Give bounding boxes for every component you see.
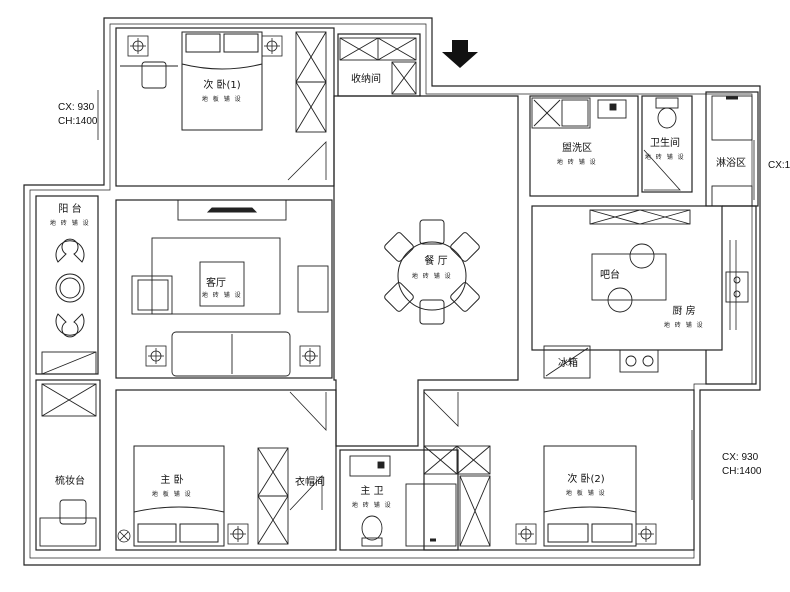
bedroom3-label: 次 卧(2) <box>567 472 604 485</box>
vanity-label: 梳妆台 <box>55 474 85 487</box>
wc-floor: 地 砖 铺 设 <box>645 153 685 161</box>
entrance-arrow-icon <box>442 40 478 68</box>
right-cx-note: CX:1 <box>768 160 790 171</box>
bed-master <box>133 445 225 547</box>
master-walls <box>115 389 337 551</box>
living-label: 客厅 <box>206 276 226 289</box>
kitchen-fixtures <box>543 243 749 379</box>
laundry-floor: 地 砖 铺 设 <box>557 158 597 166</box>
master-floor: 地 板 铺 设 <box>152 490 192 498</box>
bath-fixtures <box>349 95 753 547</box>
left-ch-note: CH:1400 <box>58 116 98 127</box>
bottom-cx-note: CX: 930 <box>722 452 759 463</box>
windows <box>97 90 761 500</box>
balcony-label: 阳 台 <box>58 202 81 215</box>
beds <box>133 31 637 547</box>
dining-floor: 地 砖 铺 设 <box>412 272 452 280</box>
living-floor: 地 砖 铺 设 <box>202 291 242 299</box>
bottom-ch-note: CH:1400 <box>722 466 762 477</box>
desk-chair <box>120 61 178 89</box>
dining-label: 餐 厅 <box>424 254 447 267</box>
closet-label: 衣帽间 <box>295 475 325 488</box>
master-label: 主 卧 <box>160 473 183 486</box>
wc-label: 卫生间 <box>650 136 680 149</box>
bar-label: 吧台 <box>600 268 620 281</box>
bath-walls <box>339 449 459 551</box>
nightstand-lamps <box>117 35 657 545</box>
bed-3 <box>543 445 637 547</box>
laundry-walls <box>529 95 639 197</box>
wardrobes <box>41 31 691 547</box>
kitchen-label: 厨 房 <box>672 304 695 317</box>
doors <box>287 141 681 511</box>
balcony-floor: 地 砖 铺 设 <box>50 219 90 227</box>
storage-label: 收纳间 <box>351 72 381 85</box>
bedroom2-label: 次 卧(1) <box>203 78 240 91</box>
wc-walls <box>641 95 693 193</box>
dining-table <box>384 219 480 325</box>
kitchen-outer <box>705 205 757 385</box>
master-bath-label: 主 卫 <box>360 485 383 497</box>
dining-walls <box>333 95 519 447</box>
fridge-label: 冰箱 <box>558 356 578 369</box>
balcony-chairs <box>55 238 85 338</box>
master-bath-floor: 地 砖 铺 设 <box>352 501 392 509</box>
laundry-label: 盥洗区 <box>562 142 592 154</box>
shower-label: 淋浴区 <box>716 156 746 169</box>
left-cx-note: CX: 930 <box>58 102 95 113</box>
bedroom3-walls <box>423 389 695 551</box>
shower-walls <box>705 91 759 207</box>
bedroom2-floor: 地 板 铺 设 <box>202 95 242 103</box>
vanity-desk <box>39 499 97 547</box>
bedroom3-floor: 地 板 铺 设 <box>566 489 606 497</box>
outer-wall <box>23 17 761 566</box>
bed-1 <box>181 31 263 131</box>
living-furniture <box>131 199 329 377</box>
kitchen-floor: 地 砖 铺 设 <box>664 321 704 329</box>
outer-wall-inner <box>29 23 753 559</box>
vanity-walls <box>35 379 101 551</box>
